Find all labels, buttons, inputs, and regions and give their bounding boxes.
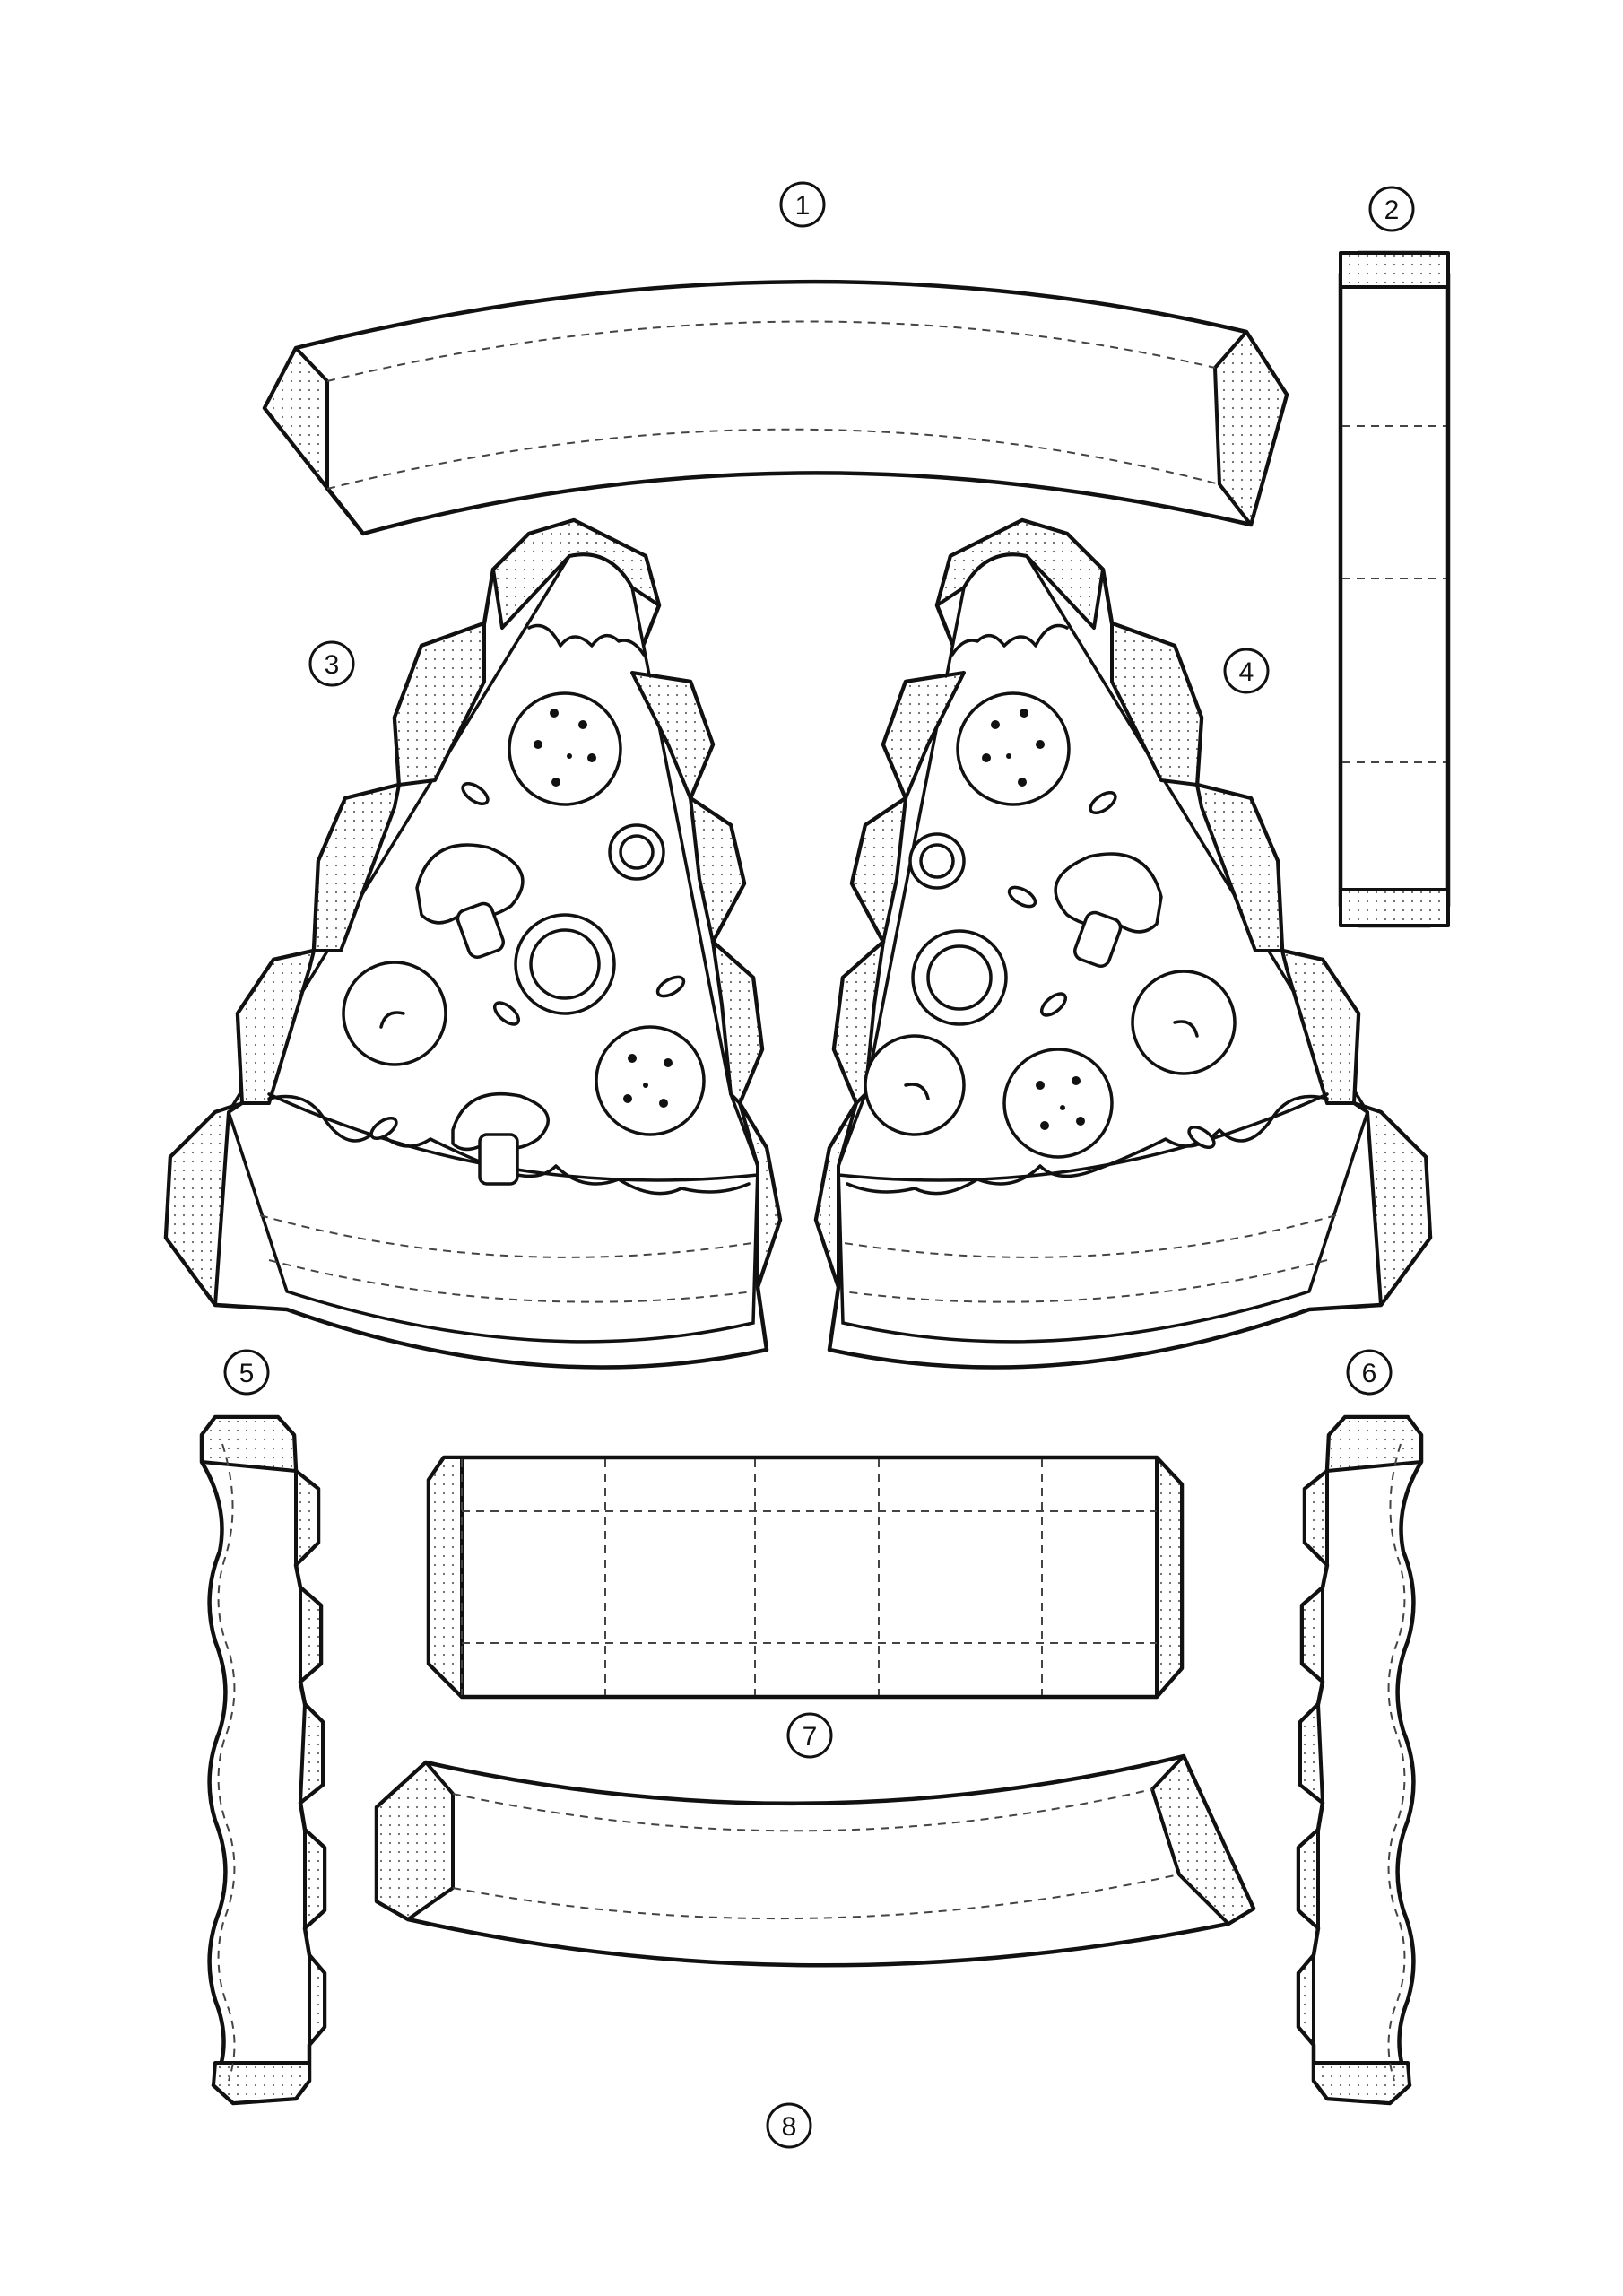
piece-2-side-strip [1338,250,1451,928]
number-label-4: 4 [1223,648,1270,694]
piece-6-wavy-strip [1296,1414,1424,2106]
olive-ring-icon [608,823,665,881]
piece-7-box-base [426,1455,1185,1700]
number-8-text: 8 [782,2112,797,2142]
pepperoni-icon [1131,970,1237,1075]
olive-ring-icon [514,913,616,1015]
pepperoni-icon [1002,1048,1114,1159]
number-3-text: 3 [325,650,340,680]
number-4-text: 4 [1239,657,1254,687]
piece-1-top-arch [262,279,1289,536]
pepperoni-icon [342,961,447,1066]
piece-3-pizza-slice [163,517,783,1370]
mushroom-icon [415,843,525,959]
number-7-text: 7 [803,1722,818,1752]
number-label-2: 2 [1368,186,1415,232]
number-6-text: 6 [1362,1359,1377,1388]
number-label-7: 7 [786,1712,833,1759]
number-5-text: 5 [239,1359,255,1388]
number-label-1: 1 [779,181,826,228]
piece-5-wavy-strip [199,1414,327,2106]
piece-4-pizza-slice [813,517,1433,1370]
number-label-3: 3 [308,640,355,687]
pepperoni-icon [864,1034,966,1136]
number-label-6: 6 [1346,1349,1393,1396]
olive-ring-icon [908,832,966,890]
number-label-5: 5 [223,1349,270,1396]
pepperoni-icon [508,691,622,806]
number-label-8: 8 [766,2102,812,2149]
mushroom-icon [1054,852,1163,968]
pepperoni-icon [595,1025,706,1136]
number-1-text: 1 [795,191,811,221]
olive-ring-icon [911,929,1008,1026]
pepperoni-icon [956,691,1071,806]
piece-8-bottom-arch [374,1753,1256,1968]
number-2-text: 2 [1384,196,1400,225]
mushroom-icon [451,1091,550,1186]
